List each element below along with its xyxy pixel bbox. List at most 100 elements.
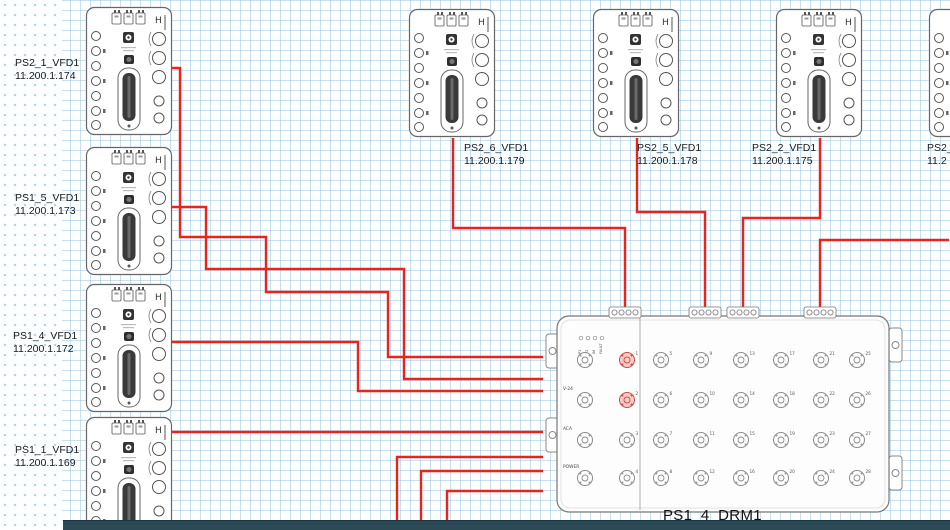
device-label-block: PS1_5_VFD1 11.200.1.173 (15, 192, 79, 219)
drm-port-22[interactable]: 22 (813, 391, 836, 408)
device-name: PS1_1_VFD1 (15, 444, 80, 456)
device-ip: 11.200.1.174 (15, 70, 76, 83)
device-name: PS2_2_VFD1 (752, 142, 817, 154)
indicator-label-p2: P2 (585, 350, 589, 354)
canvas-left-margin (0, 0, 62, 530)
indicator-label-im: IM (592, 350, 596, 354)
drm-top-connector-cluster-2[interactable] (688, 306, 722, 319)
drm-port-12[interactable]: 12 (693, 469, 716, 486)
drm-port-number: 27 (866, 431, 872, 436)
wire-ps2-6-vfd1[interactable] (451, 138, 627, 313)
device-name: PS2_5_VFD1 (637, 142, 702, 154)
drm-port-number: 1 (636, 351, 639, 356)
drm-power-port[interactable] (577, 392, 593, 408)
drm-power-port[interactable] (577, 470, 593, 486)
drm-port-13[interactable]: 13 (733, 351, 756, 368)
drm-port-number: 16 (750, 469, 756, 474)
device-ip: 11.200.1.169 (15, 457, 76, 470)
drm-port-number: 25 (866, 351, 872, 356)
drm-port-23[interactable]: 23 (813, 431, 836, 448)
drm-port-24[interactable]: 24 (813, 469, 836, 486)
device-label-block: PS2_1_VFD1 11.200.1.174 (15, 57, 79, 84)
power-label-aca: ACA (563, 426, 572, 432)
drm-port-number: 10 (710, 391, 716, 396)
device-label-block: PS2_6_VFD1 11.200.1.179 (464, 142, 528, 169)
vfd-device-ps1-1[interactable] (85, 416, 173, 530)
drm-port-7[interactable]: 7 (653, 431, 673, 448)
drm-port-number: 2 (636, 391, 639, 396)
drm-port-number: 6 (670, 391, 673, 396)
wire-ps1-4-vfd1[interactable] (172, 340, 543, 393)
vfd-device-ps2-6[interactable] (408, 8, 496, 138)
drm-port-10[interactable]: 10 (693, 391, 716, 408)
device-name: PS1_4_VFD1 (13, 330, 78, 342)
drm-mounting-ears (545, 327, 903, 491)
drm-port-number: 18 (790, 391, 796, 396)
drm-port-9[interactable]: 9 (693, 351, 713, 368)
indicator-label-fault: FAULT (599, 343, 603, 354)
drm-power-port[interactable] (577, 352, 593, 368)
drm-port-28[interactable]: 28 (849, 469, 872, 486)
drm-port-26[interactable]: 26 (849, 391, 872, 408)
drm-body[interactable] (556, 315, 890, 513)
vfd-device-partial-right[interactable] (928, 8, 950, 138)
drm-port-6[interactable]: 6 (653, 391, 673, 408)
drm-top-connector-cluster-1[interactable] (608, 306, 642, 319)
drm-port-19[interactable]: 19 (773, 431, 796, 448)
wire-drm-offscreen-1[interactable] (395, 455, 543, 530)
wire-drm-offscreen-2[interactable] (419, 469, 543, 530)
drm-port-15[interactable]: 15 (733, 431, 756, 448)
drm-port-number: 26 (866, 391, 872, 396)
vfd-device-ps2-5[interactable] (592, 8, 680, 138)
drm-power-labels: V-24 ACA POWER (563, 386, 579, 470)
drm-port-4[interactable]: 4 (619, 469, 639, 486)
drm-port-number: 19 (790, 431, 796, 436)
drm-connector-grid: 1234567891011121314151617181920212223242… (577, 351, 872, 486)
drm-port-2[interactable]: 2 (619, 391, 639, 408)
wire-ps1-5-vfd1[interactable] (172, 205, 543, 381)
wire-ps2-5-vfd1[interactable] (635, 138, 707, 313)
drm-device-name: PS1_4_DRM1 (663, 507, 762, 524)
device-label-block: PS2_2_VFD1 11.200.1.175 (752, 142, 816, 169)
drm-indicators: P1 P2 IM FAULT (578, 335, 605, 354)
drm-port-3[interactable]: 3 (619, 431, 639, 448)
drm-power-port[interactable] (577, 432, 593, 448)
device-label-block: PS1_4_VFD1 11.200.1.172 (13, 330, 77, 357)
wire-ps2-2-vfd1[interactable] (741, 138, 822, 313)
drm-port-25[interactable]: 25 (849, 351, 872, 368)
drm-device-ps1-4-drm1[interactable]: P1 P2 IM FAULT V-24 ACA POWER 1234567891… (543, 306, 905, 520)
wire-ps2-1-vfd1[interactable] (172, 66, 543, 359)
drm-port-number: 3 (636, 431, 639, 436)
indicator-label-p1: P1 (578, 350, 582, 354)
drm-port-18[interactable]: 18 (773, 391, 796, 408)
drm-port-20[interactable]: 20 (773, 469, 796, 486)
device-ip: 11.200.1.179 (464, 155, 525, 168)
vfd-device-ps2-1[interactable] (85, 6, 173, 136)
vfd-device-ps2-2[interactable] (775, 8, 863, 138)
vfd-device-ps1-4[interactable] (85, 283, 173, 413)
device-label-block: PS2_5_VFD1 11.200.1.178 (637, 142, 701, 169)
drm-port-number: 7 (670, 431, 673, 436)
drm-port-number: 15 (750, 431, 756, 436)
drm-port-14[interactable]: 14 (733, 391, 756, 408)
device-ip: 11.200.1.173 (15, 205, 76, 218)
wire-ps2-offscreen-right[interactable] (818, 238, 949, 313)
drm-port-16[interactable]: 16 (733, 469, 756, 486)
drm-port-number: 21 (830, 351, 836, 356)
drm-port-5[interactable]: 5 (653, 351, 673, 368)
drm-port-number: 5 (670, 351, 673, 356)
drm-port-11[interactable]: 11 (693, 431, 716, 448)
drm-port-number: 28 (866, 469, 872, 474)
drm-port-21[interactable]: 21 (813, 351, 836, 368)
drm-port-27[interactable]: 27 (849, 431, 872, 448)
drm-port-1[interactable]: 1 (619, 351, 639, 368)
wire-drm-offscreen-3[interactable] (445, 489, 543, 530)
drm-top-connector-cluster-4[interactable] (803, 306, 837, 319)
drm-port-8[interactable]: 8 (653, 469, 673, 486)
drm-port-17[interactable]: 17 (773, 351, 796, 368)
vfd-device-ps1-5[interactable] (85, 146, 173, 276)
drm-port-number: 22 (830, 391, 836, 396)
drm-top-connector-cluster-3[interactable] (726, 306, 760, 319)
